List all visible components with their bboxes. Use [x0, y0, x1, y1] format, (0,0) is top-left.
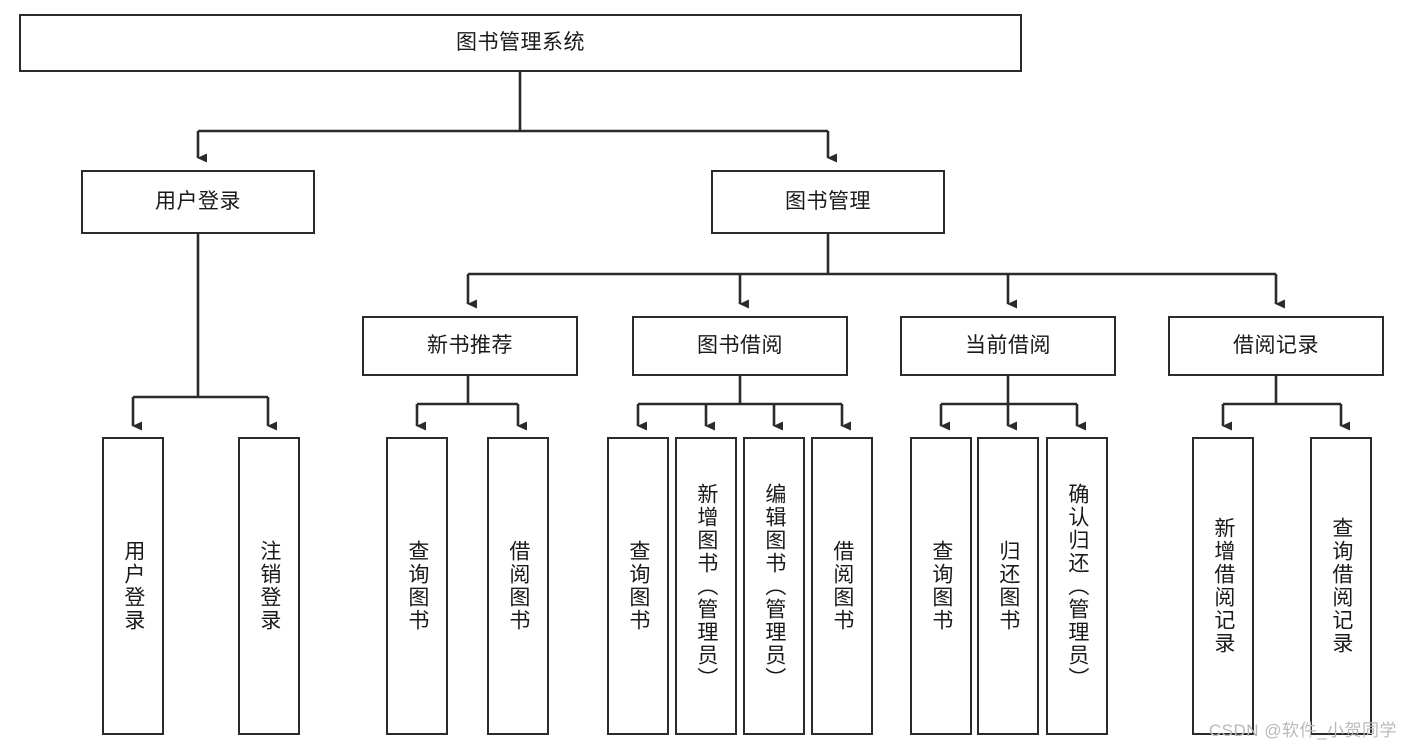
leaf-return-book[interactable]: 归还图书 [977, 437, 1039, 735]
node-label: 用户登录 [155, 190, 241, 214]
leaf-query-book-2[interactable]: 查询图书 [607, 437, 669, 735]
leaf-query-record[interactable]: 查询借阅记录 [1310, 437, 1372, 735]
node-book-management[interactable]: 图书管理 [711, 170, 945, 234]
node-label: 注销登录 [257, 540, 281, 632]
node-label: 图书借阅 [697, 334, 783, 358]
leaf-logout[interactable]: 注销登录 [238, 437, 300, 735]
leaf-add-record[interactable]: 新增借阅记录 [1192, 437, 1254, 735]
node-label: 确认归还（管理员） [1065, 482, 1089, 690]
leaf-query-book-1[interactable]: 查询图书 [386, 437, 448, 735]
leaf-borrow-book-1[interactable]: 借阅图书 [487, 437, 549, 735]
node-label: 新增图书（管理员） [694, 482, 718, 690]
node-root-book-management-system[interactable]: 图书管理系统 [19, 14, 1022, 72]
csdn-watermark: CSDN @软件_小贺同学 [1208, 721, 1397, 740]
node-label: 借阅记录 [1233, 334, 1319, 358]
node-new-book-recommend[interactable]: 新书推荐 [362, 316, 578, 376]
node-label: 用户登录 [121, 540, 145, 632]
node-user-login[interactable]: 用户登录 [81, 170, 315, 234]
node-label: 编辑图书（管理员） [762, 482, 786, 690]
node-label: 借阅图书 [830, 540, 854, 632]
leaf-borrow-book-2[interactable]: 借阅图书 [811, 437, 873, 735]
node-current-borrow[interactable]: 当前借阅 [900, 316, 1116, 376]
leaf-query-book-3[interactable]: 查询图书 [910, 437, 972, 735]
node-book-borrow[interactable]: 图书借阅 [632, 316, 848, 376]
node-label: 图书管理 [785, 190, 871, 214]
node-label: 查询图书 [626, 540, 650, 632]
node-label: 归还图书 [996, 540, 1020, 632]
node-label: 图书管理系统 [456, 31, 585, 55]
node-label: 新书推荐 [427, 334, 513, 358]
node-borrow-record[interactable]: 借阅记录 [1168, 316, 1384, 376]
node-label: 新增借阅记录 [1211, 517, 1235, 655]
leaf-add-book[interactable]: 新增图书（管理员） [675, 437, 737, 735]
node-label: 借阅图书 [506, 540, 530, 632]
leaf-edit-book[interactable]: 编辑图书（管理员） [743, 437, 805, 735]
node-label: 当前借阅 [965, 334, 1051, 358]
node-label: 查询图书 [405, 540, 429, 632]
node-label: 查询借阅记录 [1329, 517, 1353, 655]
leaf-confirm-return[interactable]: 确认归还（管理员） [1046, 437, 1108, 735]
node-label: 查询图书 [929, 540, 953, 632]
leaf-user-login[interactable]: 用户登录 [102, 437, 164, 735]
